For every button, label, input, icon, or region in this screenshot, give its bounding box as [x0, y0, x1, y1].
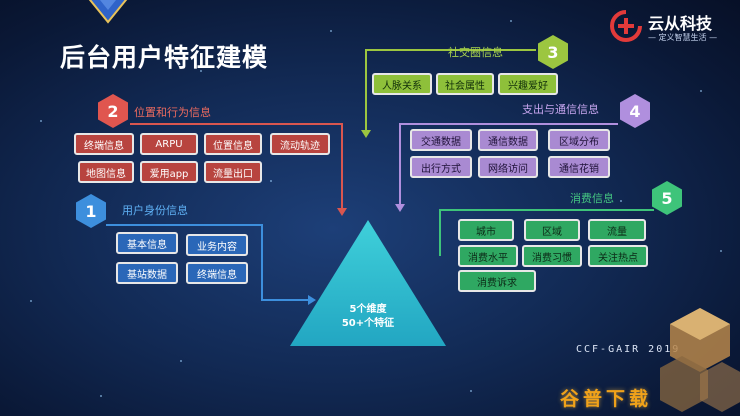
tag-regional-distribution: 区域分布: [548, 129, 610, 151]
tag-network-access: 网络访问: [478, 156, 538, 178]
page-title: 后台用户特征建模: [60, 43, 269, 72]
star: [330, 30, 332, 32]
star: [200, 70, 202, 72]
tag-traffic-data: 交通数据: [410, 129, 472, 151]
star: [180, 360, 182, 362]
star: [720, 250, 722, 252]
group-badge-5: 5: [652, 181, 682, 215]
center-dimensions: 5个维度: [349, 304, 387, 315]
group-badge-3: 3: [538, 35, 568, 69]
tag-consumption-habits: 消费习惯: [522, 245, 582, 267]
tag-travel-mode: 出行方式: [410, 156, 472, 178]
tag-traffic-exit: 流量出口: [204, 161, 262, 183]
decorative-gem-icon: [88, 0, 128, 24]
triangle-shape: [290, 220, 446, 346]
tag-terminal-info: 终端信息: [74, 133, 134, 155]
star: [30, 300, 32, 302]
group-label-3: 社交圈信息: [448, 46, 503, 59]
tag-consumption-demands: 消费诉求: [458, 270, 536, 292]
group-label-5: 消费信息: [570, 192, 614, 205]
tag-movement-track: 流动轨迹: [270, 133, 330, 155]
group-label-2: 位置和行为信息: [134, 106, 211, 119]
tag-business-content: 业务内容: [186, 234, 248, 256]
tag-map-info: 地图信息: [78, 161, 134, 183]
tag-social-attributes: 社会属性: [436, 73, 494, 95]
brand-name: 云从科技: [648, 14, 713, 33]
decorative-hexagon-cubes: [660, 308, 740, 412]
cloudwalk-logo-icon: [610, 10, 642, 42]
tag-connections: 人脉关系: [372, 73, 432, 95]
tag-consumption-level: 消费水平: [458, 245, 518, 267]
tag-data-traffic: 流量: [588, 219, 646, 241]
center-triangle: 5个维度 50+个特征: [288, 218, 448, 348]
star: [620, 200, 622, 202]
star: [700, 90, 702, 92]
tag-base-station-data: 基站数据: [116, 262, 178, 284]
tag-arpu: ARPU: [140, 133, 198, 155]
tag-location-info: 位置信息: [204, 133, 262, 155]
group-label-1: 用户身份信息: [122, 204, 188, 217]
star: [270, 180, 272, 182]
tag-device-info: 终端信息: [186, 262, 248, 284]
brand-logo: 云从科技 — 定义智慧生活 —: [608, 8, 718, 48]
group-label-4: 支出与通信信息: [522, 103, 599, 116]
tag-city: 城市: [458, 219, 514, 241]
star: [100, 395, 102, 397]
center-features: 50+个特征: [341, 318, 395, 329]
tag-interests: 兴趣爱好: [498, 73, 558, 95]
brand-tagline: — 定义智慧生活 —: [648, 33, 718, 42]
event-name: CCF-GAIR 2019: [576, 344, 681, 355]
tag-region: 区域: [524, 219, 580, 241]
tag-trending-topics: 关注热点: [588, 245, 648, 267]
tag-communication-data: 通信数据: [478, 129, 538, 151]
tag-communication-cost: 通信花销: [548, 156, 610, 178]
star: [510, 20, 512, 22]
star: [470, 390, 472, 392]
group-badge-1: 1: [76, 194, 106, 228]
tag-favorite-app: 爱用app: [140, 161, 198, 183]
star: [40, 120, 42, 122]
tag-basic-info: 基本信息: [116, 232, 178, 254]
watermark-text: 谷普下载: [560, 388, 653, 410]
